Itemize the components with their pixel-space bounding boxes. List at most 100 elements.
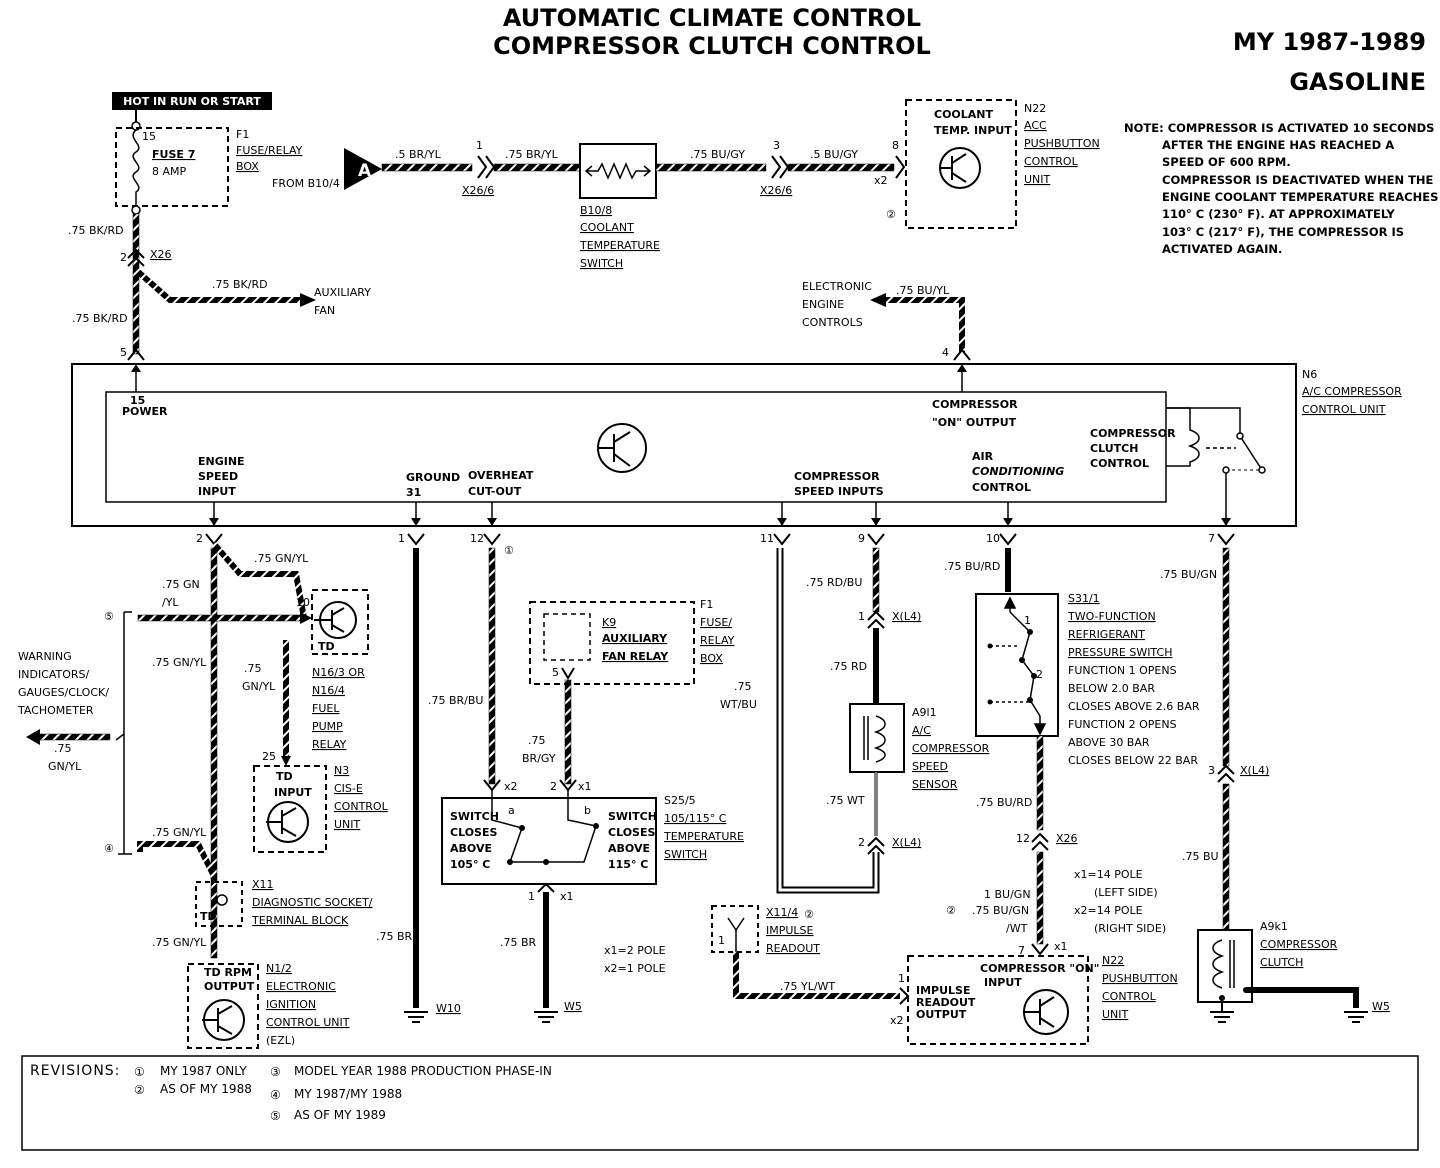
clutch-box — [1197, 929, 1253, 1003]
fuse-rating: 8 AMP — [152, 165, 187, 178]
ground-label: W5 — [1372, 1000, 1390, 1013]
wire-label: .75 BR/YL — [505, 148, 559, 161]
n6-eng3: INPUT — [198, 485, 236, 498]
s25-left2: CLOSES — [450, 826, 497, 839]
x114-line2: READOUT — [766, 942, 820, 955]
acc-code: N22 — [1024, 102, 1046, 115]
pin-label: 12 — [470, 532, 484, 545]
wire-label: .5 BU/GY — [810, 148, 858, 161]
b10-8-line2: TEMPERATURE — [579, 239, 660, 252]
wire-br-bu — [488, 547, 496, 785]
fp-line1: N16/4 — [312, 684, 345, 697]
wire-rd — [873, 628, 879, 704]
s25-bottom-connector — [537, 882, 555, 893]
connector-xl4-a — [867, 610, 885, 629]
wire-label: .75 GN/YL — [152, 656, 207, 669]
f1b-code: F1 — [700, 598, 713, 611]
wire-label: .75 YL/WT — [780, 980, 835, 993]
wire-gn-yl-low — [137, 841, 217, 878]
fp-line4: RELAY — [312, 738, 347, 751]
pin-label: 12 — [1016, 832, 1030, 845]
wire-label: .75 RD — [830, 660, 867, 673]
n22-transistor — [1023, 989, 1069, 1035]
s31-f3: CLOSES ABOVE 2.6 BAR — [1068, 700, 1200, 713]
aux-line2: FAN — [314, 304, 335, 317]
wire-label: .75 BR/BU — [428, 694, 483, 707]
wire-bu-rd-1 — [1005, 548, 1011, 592]
acc-input-1: COOLANT — [934, 108, 994, 121]
conn-label: X26/6 — [760, 184, 792, 197]
model-years: MY 1987-1989 — [1233, 28, 1426, 56]
pole1: x1=14 POLE — [1074, 868, 1143, 881]
x11-line1: DIAGNOSTIC SOCKET/ — [252, 896, 373, 909]
n6-gnd2: 31 — [406, 486, 421, 499]
rev-mark: ⑤ — [104, 610, 114, 623]
k9-inner-box — [543, 613, 591, 661]
hot-label-box — [112, 92, 272, 110]
ezl-code: N1/2 — [266, 962, 292, 975]
note-line: AFTER THE ENGINE HAS REACHED A — [1162, 138, 1394, 152]
x11-terminal — [216, 894, 228, 906]
ezl-line1: ELECTRONIC — [266, 980, 336, 993]
n6-output-leads — [213, 502, 1009, 526]
title-line-2: COMPRESSOR CLUTCH CONTROL — [493, 32, 931, 60]
pin-label: 2 — [550, 780, 557, 793]
x11-td: TD — [200, 910, 217, 923]
s25-line2: TEMPERATURE — [663, 830, 744, 843]
s25-a: a — [508, 804, 515, 817]
ground-symbol-w5a — [534, 1011, 558, 1023]
rev-mark: ③ — [270, 1065, 281, 1079]
n22-box — [907, 955, 1089, 1045]
s25-dots — [507, 823, 599, 865]
n6-clutch2: CLUTCH — [1090, 442, 1138, 455]
n6-power: POWER — [122, 405, 168, 418]
n6-air2: CONDITIONING — [972, 465, 1064, 478]
ground-label: W5 — [564, 1000, 582, 1013]
wire-label: .75 GN/YL — [254, 552, 309, 565]
wire-label: /WT — [1006, 922, 1028, 935]
connector-a-label: A — [358, 161, 372, 181]
s25-left1: SWITCH — [450, 810, 499, 823]
x114-line1: IMPULSE — [766, 924, 814, 937]
s31-sw2: 2 — [1036, 668, 1043, 681]
conn-label: x1 — [578, 780, 592, 793]
warn-arrow — [26, 729, 40, 745]
connector-a-arrow — [344, 148, 382, 190]
k9-line2: FAN RELAY — [602, 650, 669, 663]
wire-label: .75 BR — [376, 930, 413, 943]
n22-line3: UNIT — [1102, 1008, 1129, 1021]
n6-comp-out1: COMPRESSOR — [932, 398, 1018, 411]
eec-line3: CONTROLS — [802, 316, 863, 329]
acc-top-connector — [895, 155, 906, 179]
s25-code: S25/5 — [664, 794, 696, 807]
pin-label: 5 — [552, 666, 559, 679]
pin-label: 1 — [858, 610, 865, 623]
wire-br-yl-2 — [493, 163, 581, 172]
s25-left3: ABOVE — [450, 842, 492, 855]
fuse-name: FUSE 7 — [152, 148, 195, 161]
warning-bracket — [115, 611, 132, 855]
conn-label: x1 — [560, 890, 574, 903]
conn-label: X26 — [1056, 832, 1078, 845]
from-label: FROM B10/4 — [272, 177, 340, 190]
wire-br-gy — [564, 679, 572, 785]
x2-pole: x2=1 POLE — [604, 962, 666, 975]
wire-label: .75 RD/BU — [806, 576, 862, 589]
conn-label: X26/6 — [462, 184, 494, 197]
revision-1: MY 1987 ONLY — [160, 1064, 247, 1078]
k9-pin-connector — [561, 667, 575, 680]
note-line: NOTE: COMPRESSOR IS ACTIVATED 10 SECONDS — [1124, 121, 1434, 135]
warn-line1: WARNING — [18, 650, 72, 663]
n6-ovh1: OVERHEAT — [468, 469, 534, 482]
pin-label: 3 — [773, 139, 780, 152]
acc-line1: ACC — [1024, 119, 1047, 132]
x114-box — [711, 905, 759, 953]
pin-label: 4 — [942, 346, 949, 359]
s31-box — [975, 593, 1059, 737]
note-line: SPEED OF 600 RPM. — [1162, 155, 1291, 169]
wire-label: .75 BK/RD — [212, 278, 268, 291]
wire-label: .75 GN/YL — [152, 826, 207, 839]
cis-line3: UNIT — [334, 818, 361, 831]
wire-clutch-ground — [1246, 987, 1359, 1008]
